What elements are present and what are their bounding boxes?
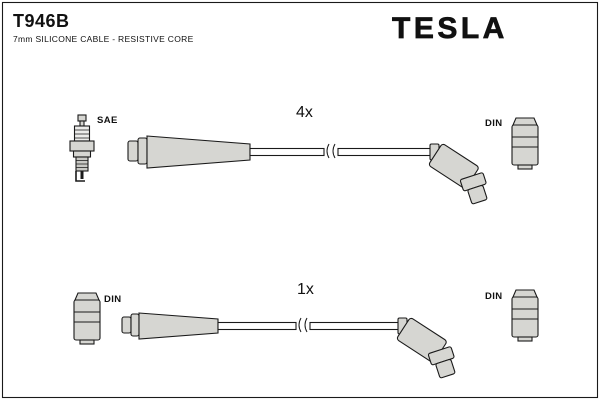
din-label-row2-right: DIN [485, 291, 503, 302]
cable-segment [249, 147, 325, 157]
plug-hex-nut [69, 140, 95, 152]
plug-neck [79, 120, 85, 127]
boot-collar [137, 137, 148, 165]
plug-insulator-ribs [74, 129, 90, 139]
terminal-top-tab [512, 289, 538, 298]
din-label-row1-right: DIN [485, 118, 503, 129]
plug-terminal-nut [77, 114, 87, 122]
terminal-grooves [512, 308, 538, 320]
boot-collar [130, 313, 140, 337]
elbow-tip [435, 359, 456, 379]
straight-boot-row2 [121, 312, 219, 340]
boot-tip [127, 140, 139, 162]
cable-break-mark [304, 317, 308, 333]
cable-row1 [249, 143, 433, 159]
din-terminal-icon-row1 [511, 117, 539, 170]
din-elbow-boot-row1 [428, 143, 488, 205]
boot-cone [146, 135, 251, 169]
tesla-logo: TESLA [392, 12, 508, 45]
terminal-grooves [74, 311, 100, 323]
terminal-grooves [512, 136, 538, 148]
plug-shell [72, 150, 92, 158]
cable-segment [309, 321, 401, 331]
cable-row-2: DIN 1x DIN [73, 281, 539, 379]
cable-break-mark [332, 143, 336, 159]
boot-cone [138, 312, 219, 340]
boot-tip [121, 316, 132, 334]
elbow-tip [467, 185, 488, 205]
terminal-body [511, 296, 539, 338]
cable-segment [337, 147, 433, 157]
plug-ground-electrode [75, 171, 85, 182]
din-terminal-icon-row2-left [73, 292, 101, 345]
din-elbow-boot-row2 [396, 317, 456, 379]
terminal-top-tab [512, 117, 538, 126]
terminal-body [73, 299, 101, 341]
terminal-body [511, 124, 539, 166]
cable-break-mark [326, 143, 330, 159]
cable-row-1: SAE 4x DIN [69, 104, 539, 205]
terminal-top-tab [74, 292, 100, 301]
quantity-label-row2: 1x [297, 281, 314, 298]
terminal-bottom-step [79, 339, 95, 345]
din-terminal-icon-row2-right [511, 289, 539, 342]
plug-thread-lines [76, 160, 88, 168]
part-number: T946B [13, 11, 70, 31]
plug-insulator [73, 125, 91, 142]
cable-row2 [217, 317, 401, 333]
cable-subtitle: 7mm SILICONE CABLE - RESISTIVE CORE [13, 34, 194, 44]
sae-label: SAE [97, 115, 118, 126]
din-label-row2-left: DIN [104, 294, 122, 305]
quantity-label-row1: 4x [296, 104, 313, 121]
terminal-bottom-step [517, 164, 533, 170]
cable-break-mark [298, 317, 302, 333]
terminal-bottom-step [517, 336, 533, 342]
straight-boot-row1 [127, 135, 251, 169]
cable-segment [217, 321, 297, 331]
spark-plug-icon [69, 114, 95, 182]
plug-center-electrode [80, 171, 84, 179]
